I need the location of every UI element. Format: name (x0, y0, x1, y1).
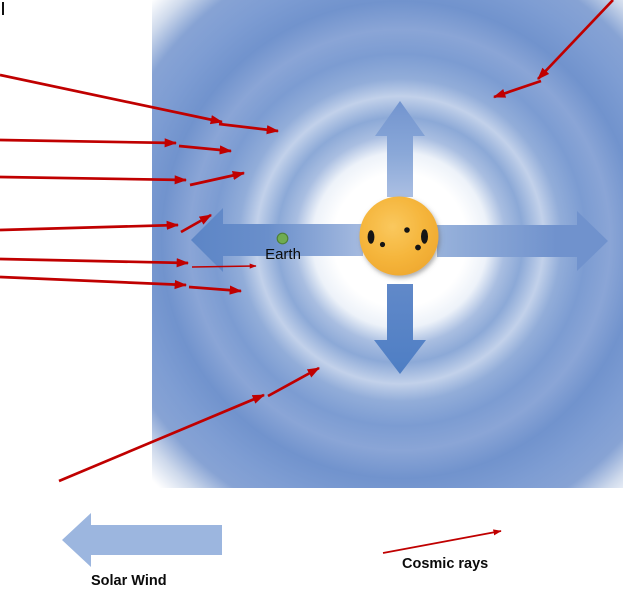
cosmic-rays-legend-arrow (382, 529, 502, 554)
solar-wind-legend-arrow (62, 513, 222, 567)
cosmic-ray-upper-left (0, 73, 280, 135)
cursor-tick (2, 2, 4, 15)
sun (359, 196, 439, 276)
sunspot (404, 227, 410, 233)
cosmic-ray-left-5 (0, 257, 257, 269)
solar-wind-arrow-down (374, 284, 426, 374)
earth-dot (276, 232, 289, 245)
cosmic-ray-left-6 (0, 275, 243, 295)
cosmic-ray-left-4 (0, 213, 212, 234)
sunspot (367, 230, 375, 244)
solar-wind-arrow-up (375, 101, 425, 197)
cosmic-rays-label: Cosmic rays (402, 556, 489, 572)
cosmic-ray-upper-right (492, 0, 614, 99)
sunspot (379, 241, 386, 248)
solar-wind-label: Solar Wind (91, 573, 167, 589)
cosmic-ray-left-3 (0, 170, 246, 187)
cosmic-ray-left-2 (0, 138, 233, 155)
cosmic-ray-lower-left (58, 366, 320, 483)
sunspot (421, 229, 428, 244)
solar-wind-arrow-right (437, 211, 608, 271)
earth-label: Earth (265, 246, 301, 263)
sun-disk (359, 196, 439, 276)
sunspots (367, 227, 428, 251)
cosmic-ray-layer (0, 0, 614, 554)
sunspot (415, 244, 421, 251)
